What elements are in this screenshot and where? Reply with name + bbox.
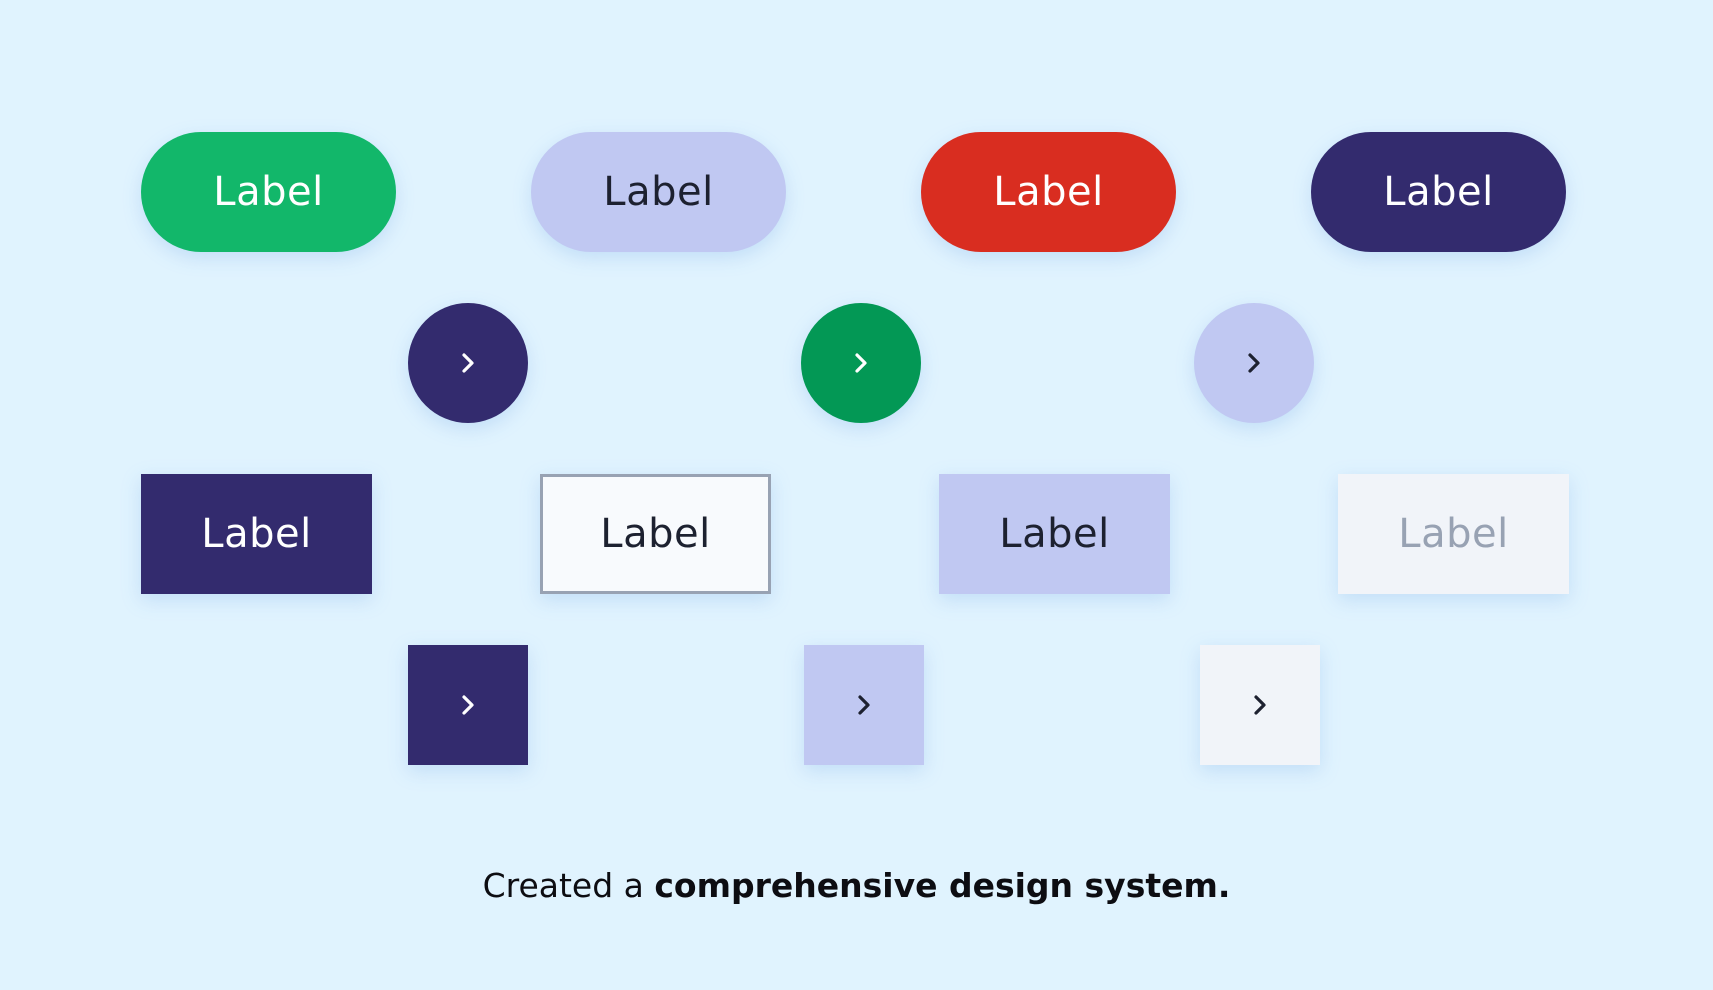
chevron-right-icon xyxy=(1248,353,1260,373)
caption-emphasis: comprehensive design system. xyxy=(654,866,1231,905)
circle-icon-button-green[interactable] xyxy=(801,303,921,423)
circle-icon-button-lavender[interactable] xyxy=(1194,303,1314,423)
rect-button-disabled: Label xyxy=(1338,474,1569,594)
chevron-right-icon xyxy=(462,353,474,373)
rect-button-lavender[interactable]: Label xyxy=(939,474,1170,594)
pill-button-lavender[interactable]: Label xyxy=(531,132,786,252)
chevron-right-icon xyxy=(858,695,870,715)
rect-button-outline[interactable]: Label xyxy=(540,474,771,594)
caption: Created a comprehensive design system. xyxy=(0,866,1713,905)
chevron-right-icon xyxy=(462,695,474,715)
pill-button-green[interactable]: Label xyxy=(141,132,396,252)
rect-button-navy[interactable]: Label xyxy=(141,474,372,594)
circle-icon-button-navy[interactable] xyxy=(408,303,528,423)
pill-button-red[interactable]: Label xyxy=(921,132,1176,252)
square-icon-button-light[interactable] xyxy=(1200,645,1320,765)
caption-prefix: Created a xyxy=(482,866,655,905)
pill-button-navy[interactable]: Label xyxy=(1311,132,1566,252)
square-icon-button-navy[interactable] xyxy=(408,645,528,765)
chevron-right-icon xyxy=(1254,695,1266,715)
chevron-right-icon xyxy=(855,353,867,373)
square-icon-button-lavender[interactable] xyxy=(804,645,924,765)
